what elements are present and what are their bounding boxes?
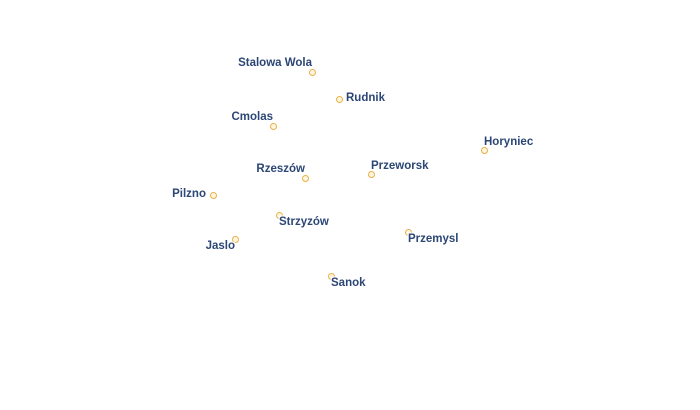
place-label: Przemysl (408, 233, 459, 245)
place-marker-icon[interactable] (231, 235, 239, 243)
place-label: Pilzno (172, 188, 206, 200)
place-marker-icon[interactable] (308, 68, 316, 76)
place-label: Strzyzów (279, 216, 329, 228)
place-label: Rudnik (346, 92, 385, 104)
place-marker-icon[interactable] (275, 211, 283, 219)
place-marker-icon[interactable] (327, 272, 335, 280)
place-label: Stalowa Wola (238, 57, 312, 69)
place-marker-icon[interactable] (480, 146, 488, 154)
place-label: Cmolas (231, 111, 273, 123)
place-label: Sanok (331, 277, 366, 289)
place-marker-icon[interactable] (367, 170, 375, 178)
place-label: Jaslo (205, 240, 235, 252)
place-marker-icon[interactable] (335, 95, 343, 103)
place-marker-icon[interactable] (404, 228, 412, 236)
place-label: Rzeszów (256, 163, 305, 175)
place-marker-icon[interactable] (301, 174, 309, 182)
place-marker-icon[interactable] (209, 191, 217, 199)
place-marker-icon[interactable] (269, 122, 277, 130)
place-label: Przeworsk (371, 160, 429, 172)
place-label: Horyniec (484, 136, 534, 148)
